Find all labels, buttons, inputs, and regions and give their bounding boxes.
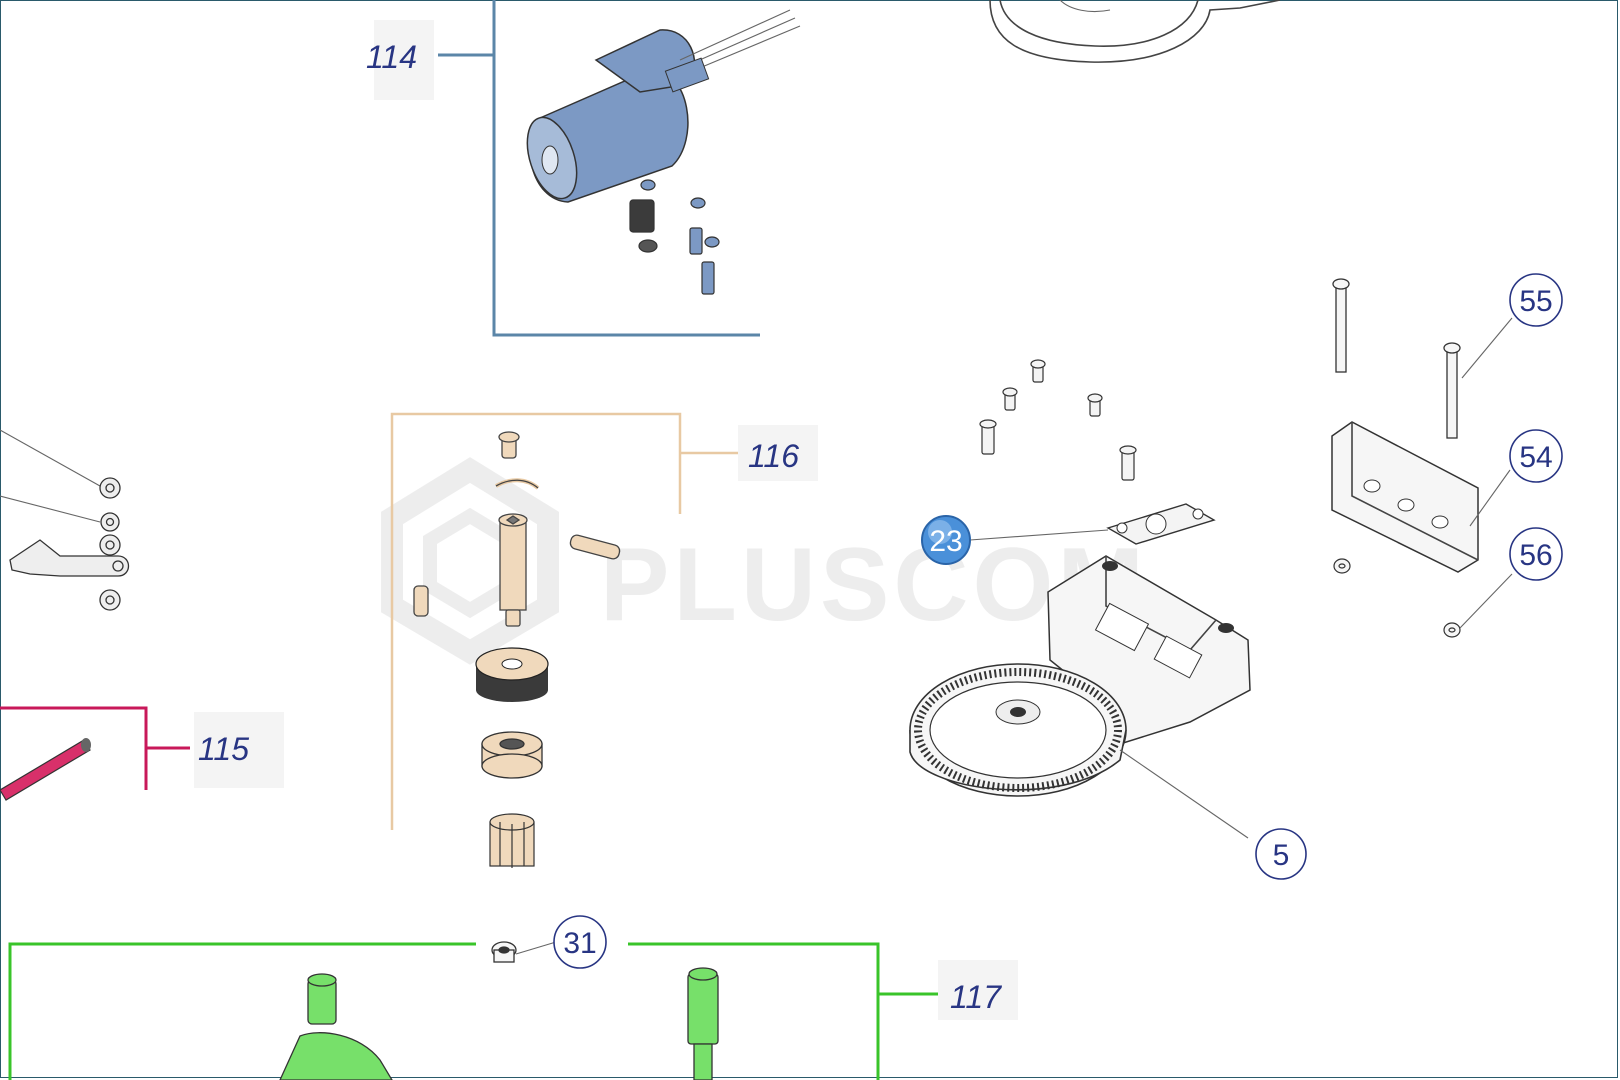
callout-54-label: 54 <box>1519 441 1552 474</box>
plate-part-23 <box>1106 503 1216 545</box>
red-shaft <box>0 739 91 801</box>
group-114-label: 114 <box>366 39 417 75</box>
callout-56-badge[interactable]: 56 <box>1509 527 1563 581</box>
group-116-gear-assembly: 116 <box>390 412 818 868</box>
motor-shaft <box>541 145 559 175</box>
group-114-bracket <box>492 0 760 337</box>
callout-54-badge[interactable]: 54 <box>1509 429 1563 483</box>
bearing <box>481 731 543 779</box>
screws-top <box>979 359 1137 481</box>
callout-5-label: 5 <box>1273 839 1290 872</box>
group-117-assembly: 117 <box>8 942 1018 1080</box>
left-small-parts <box>0 429 130 611</box>
bolt-part-55-left <box>1332 278 1461 439</box>
group-116-bracket <box>390 412 682 830</box>
group-115-bracket <box>0 706 148 790</box>
callout-23-label: 23 <box>929 525 962 558</box>
callout-31-label: 31 <box>563 927 596 960</box>
callout-5-badge[interactable]: 5 <box>1255 828 1307 880</box>
callout-55-label: 55 <box>1519 285 1552 318</box>
gear-shaft <box>499 519 527 611</box>
bracket-part-54 <box>1331 421 1479 573</box>
callout-55-badge[interactable]: 55 <box>1509 273 1563 327</box>
group-115-shaft-assembly: 115 <box>0 706 284 801</box>
nut-part-31 <box>491 941 517 963</box>
housing-top-fragment <box>989 0 1281 63</box>
group-117-label: 117 <box>950 979 1002 1015</box>
group-117-bracket-right <box>628 942 880 1080</box>
group-117-bracket-left <box>8 942 476 1080</box>
callout-56-label: 56 <box>1519 539 1552 572</box>
group-115-label: 115 <box>198 731 249 767</box>
pinion-gear <box>489 813 535 868</box>
base-part-5 <box>909 555 1251 797</box>
nut-part-56 <box>1333 558 1461 638</box>
callout-23-badge[interactable]: 23 <box>921 515 971 565</box>
spur-gear <box>475 647 549 702</box>
callout-31-badge[interactable]: 31 <box>553 915 607 969</box>
group-114-motor-assembly: 114 <box>366 0 801 337</box>
group-116-label: 116 <box>748 438 799 474</box>
